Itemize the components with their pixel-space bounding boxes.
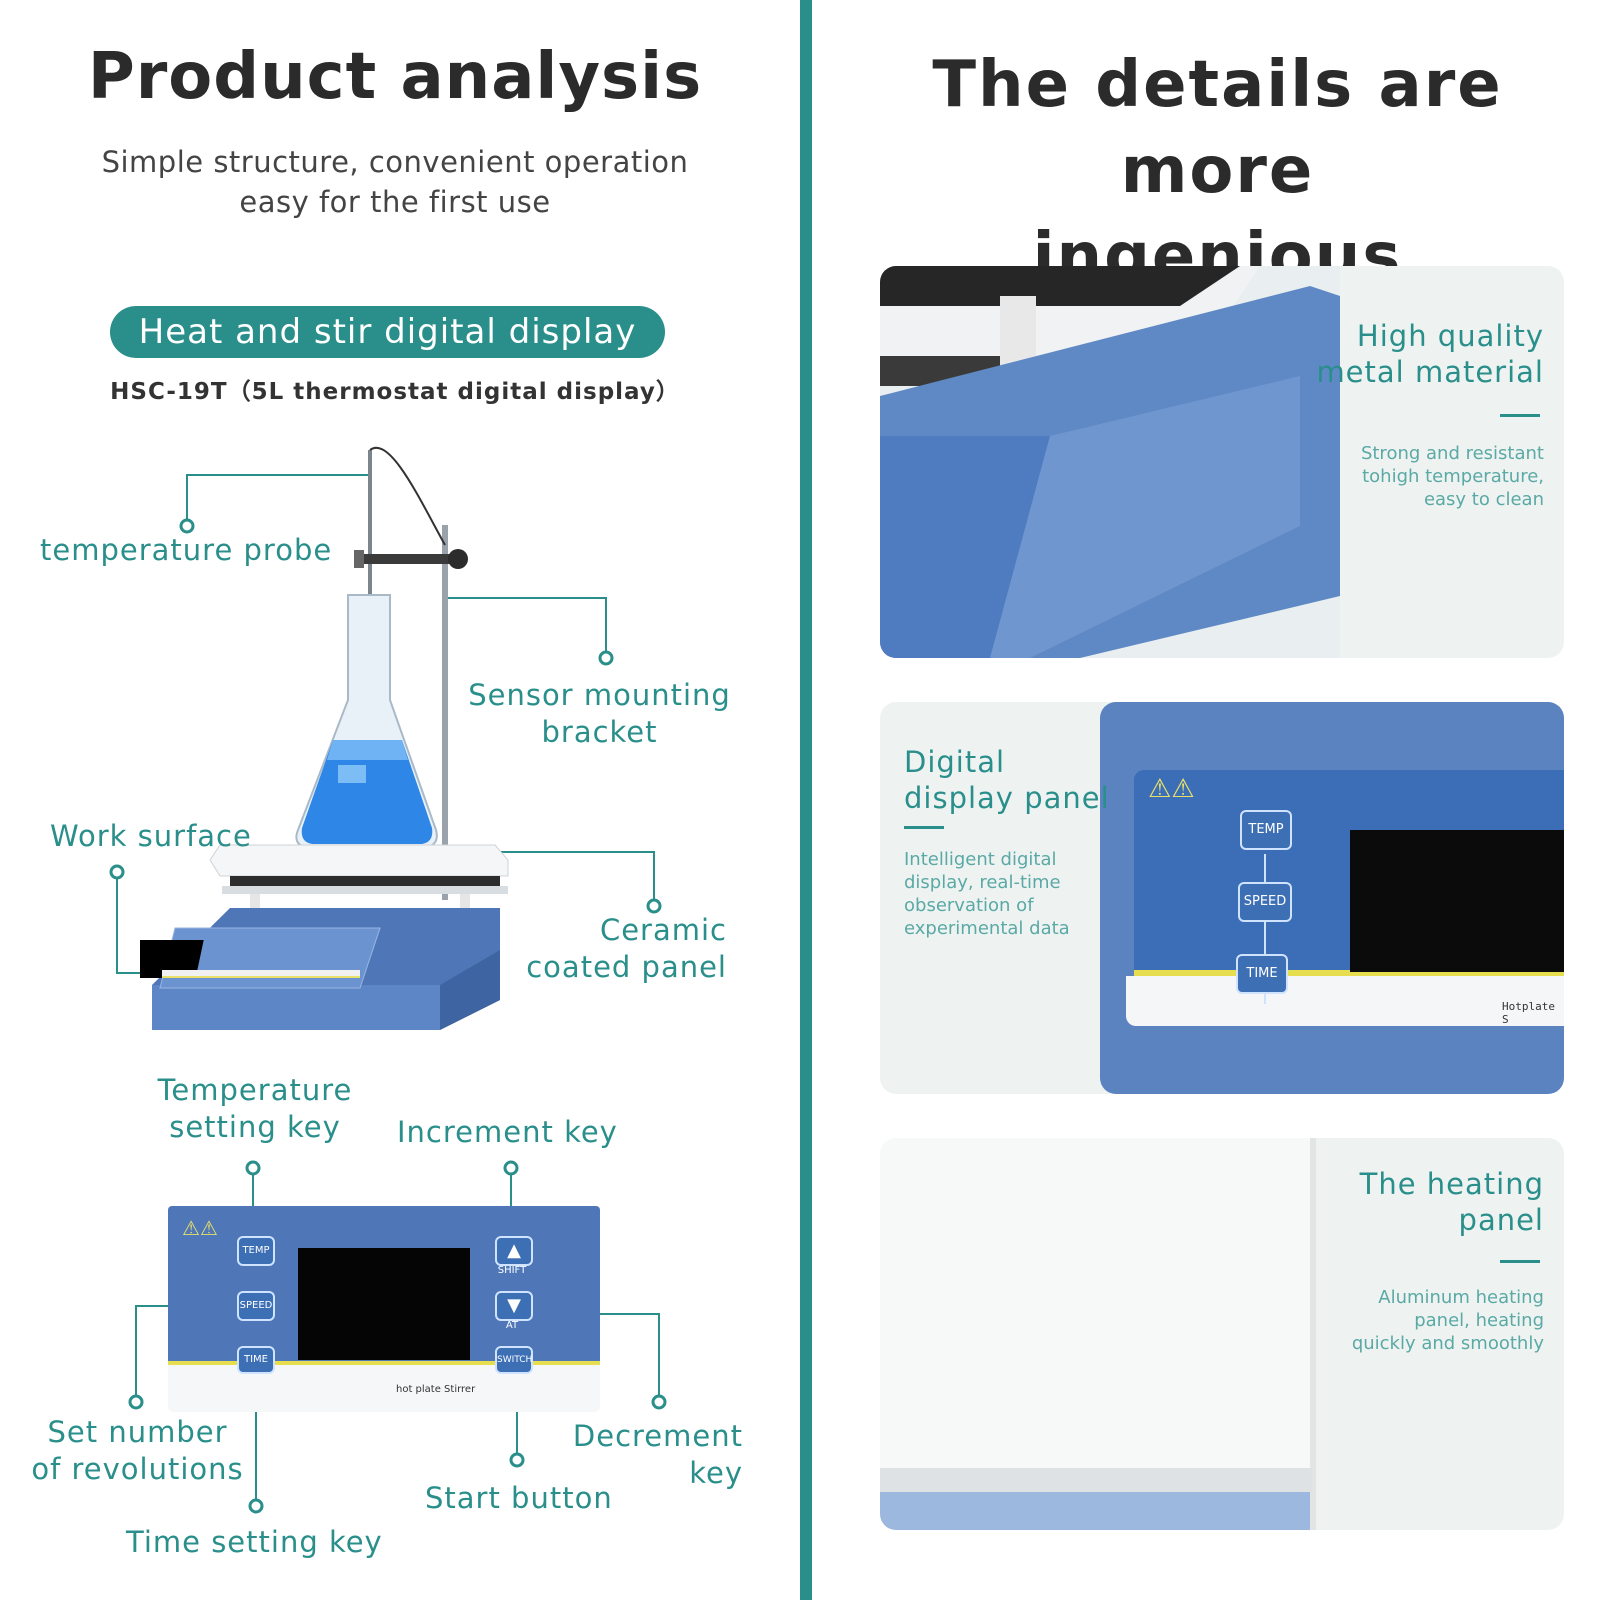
ceramic-line-2: coated panel (526, 950, 727, 984)
card2-text: Intelligent digital display, real-time o… (904, 848, 1070, 940)
shift-label: SHIFT (497, 1265, 527, 1276)
decrement-key-icon[interactable]: ▼ (495, 1291, 533, 1321)
label-increment-key: Increment key (397, 1115, 618, 1149)
label-revolutions: Set number of revolutions (25, 1414, 250, 1488)
decrement-line-2: key (689, 1456, 743, 1490)
revolutions-line-2: of revolutions (31, 1452, 244, 1486)
ceramic-line-1: Ceramic (599, 913, 727, 947)
right-title-line-1: The details are more (932, 48, 1503, 208)
display-photo-white (1126, 976, 1564, 1026)
dot-temp-key (245, 1160, 261, 1176)
control-panel-closeup: ⚠⚠ TEMP SPEED TIME ▲ SHIFT ▼ AT SWITCH h… (168, 1206, 600, 1412)
card3-title: The heating panel (1360, 1166, 1544, 1238)
dot-increment (503, 1160, 519, 1176)
panel-white-strip (168, 1365, 600, 1412)
card3-title-line-1: The heating (1359, 1167, 1544, 1201)
sensor-bracket-line-2: bracket (541, 715, 658, 749)
card3-text-line-3: quickly and smoothly (1351, 1333, 1544, 1354)
dot-revolutions (128, 1394, 144, 1410)
product-type-pill: Heat and stir digital display (110, 306, 665, 358)
temp-key[interactable]: TEMP (237, 1236, 275, 1266)
heating-photo-base (880, 1492, 1310, 1530)
label-temperature-probe: temperature probe (40, 533, 333, 567)
card2-title-line-1: Digital (904, 745, 1006, 779)
left-title: Product analysis (87, 40, 703, 114)
display-key-line (1264, 854, 1266, 1004)
panel-yellow-stripe (168, 1361, 600, 1365)
card1-text: Strong and resistant tohigh temperature,… (1361, 442, 1544, 511)
card1-title-line-1: High quality (1356, 319, 1544, 353)
card-speed-key: SPEED (1238, 882, 1292, 922)
card2-title: Digital display panel (904, 744, 1110, 816)
speed-key[interactable]: SPEED (237, 1291, 275, 1321)
panel-brand-text: hot plate Stirrer (396, 1384, 476, 1395)
left-subtitle: Simple structure, convenient operation e… (0, 142, 790, 222)
increment-key-icon[interactable]: ▲ (495, 1236, 533, 1266)
dot-work-surface (109, 864, 125, 880)
temp-key-line-2: setting key (169, 1110, 341, 1144)
time-key[interactable]: TIME (237, 1346, 275, 1374)
display-photo-stripe (1134, 970, 1564, 976)
hotplate-stirrer-illustration (140, 446, 509, 1030)
card2-accent-bar (904, 826, 944, 829)
dot-start (509, 1452, 525, 1468)
detail-card-display: ⚠⚠ TEMP SPEED TIME Hotplate S Digital di… (880, 702, 1564, 1094)
card3-text-line-1: Aluminum heating (1378, 1287, 1544, 1308)
dot-sensor-bracket (598, 650, 614, 666)
subtitle-line-1: Simple structure, convenient operation (101, 145, 689, 179)
card3-text-line-2: panel, heating (1414, 1310, 1544, 1331)
card3-title-line-2: panel (1458, 1203, 1544, 1237)
heating-photo-plate (880, 1138, 1316, 1530)
detail-card-metal: High quality metal material Strong and r… (880, 266, 1564, 658)
card1-title: High quality metal material (1316, 318, 1544, 390)
decrement-line-1: Decrement (572, 1419, 743, 1453)
detail-card-heating: The heating panel Aluminum heating panel… (880, 1138, 1564, 1530)
panel-display-screen (298, 1248, 470, 1360)
card2-text-line-3: observation of (904, 895, 1034, 916)
card1-accent-bar (1500, 414, 1540, 417)
card3-text: Aluminum heating panel, heating quickly … (1352, 1286, 1544, 1355)
card-temp-key: TEMP (1240, 810, 1292, 850)
dot-decrement (651, 1394, 667, 1410)
switch-key[interactable]: SWITCH (495, 1346, 533, 1374)
card1-text-line-3: easy to clean (1423, 489, 1544, 510)
label-sensor-bracket: Sensor mounting bracket (462, 677, 737, 751)
column-divider (800, 0, 812, 1600)
sensor-bracket-line-1: Sensor mounting (468, 678, 731, 712)
model-label: HSC-19T（5L thermostat digital display） (110, 379, 680, 405)
card-time-key: TIME (1236, 954, 1288, 994)
card2-text-line-4: experimental data (904, 918, 1070, 939)
label-temp-key: Temperature setting key (140, 1072, 370, 1146)
label-start-button: Start button (425, 1481, 613, 1515)
display-warning-icon: ⚠⚠ (1148, 774, 1195, 804)
display-photo-screen (1350, 830, 1564, 972)
at-label: AT (505, 1320, 519, 1331)
label-decrement-key: Decrement key (560, 1418, 743, 1492)
label-work-surface: Work surface (50, 819, 252, 853)
label-time-key: Time setting key (126, 1525, 383, 1559)
dot-ceramic (646, 898, 662, 914)
dot-temperature-probe (179, 518, 195, 534)
card3-accent-bar (1500, 1260, 1540, 1263)
heating-photo-edge (880, 1468, 1312, 1492)
card1-title-line-2: metal material (1316, 355, 1544, 389)
revolutions-line-1: Set number (47, 1415, 228, 1449)
metal-photo (880, 266, 1340, 658)
temp-key-line-1: Temperature (157, 1073, 353, 1107)
card2-title-line-2: display panel (904, 781, 1110, 815)
right-title: The details are more ingenious (835, 42, 1600, 300)
display-brand-text: Hotplate S (1502, 1000, 1555, 1026)
warning-icon: ⚠⚠ (182, 1216, 218, 1240)
subtitle-line-2: easy for the first use (239, 185, 551, 219)
card2-text-line-1: Intelligent digital (904, 849, 1057, 870)
card1-text-line-2: tohigh temperature, (1362, 466, 1544, 487)
card1-text-line-1: Strong and resistant (1360, 443, 1544, 464)
dot-time (248, 1498, 264, 1514)
label-ceramic-panel: Ceramic coated panel (505, 912, 727, 986)
card2-text-line-2: display, real-time (904, 872, 1061, 893)
